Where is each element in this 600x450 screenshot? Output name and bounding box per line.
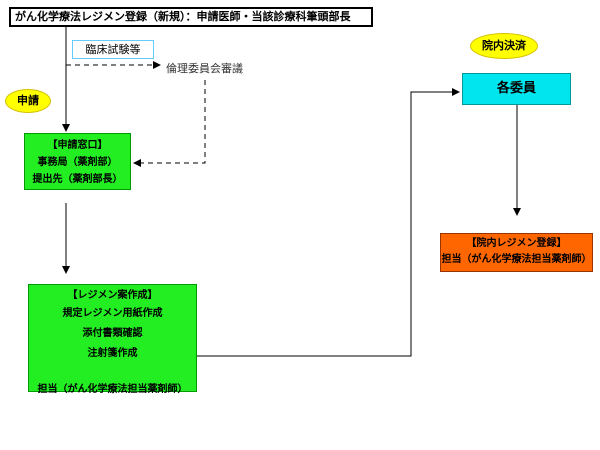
committee-members-box: 各委員 [462, 73, 571, 105]
draft-footer: 担当（がん化学療法担当薬剤師） [37, 384, 188, 395]
window-line-office: 事務局（薬剤部） [37, 157, 118, 168]
window-line-submit: 提出先（薬剤部長） [32, 174, 123, 185]
draft-heading: 【レジメン案作成】 [67, 290, 158, 301]
draft-line-form: 規定レジメン用紙作成 [62, 308, 163, 319]
arrow-draft-to-members [197, 88, 460, 357]
page-title: がん化学療法レジメン登録（新規）：申請医師・当該診療科筆頭部長 [9, 7, 373, 27]
dashed-arrow-ethics-to-window [133, 80, 206, 167]
apply-oval: 申請 [5, 89, 51, 113]
application-window-box: 【申請窓口】 事務局（薬剤部） 提出先（薬剤部長） [24, 133, 131, 190]
inhouse-registration-box: 【院内レジメン登録】 担当（がん化学療法担当薬剤師） [440, 233, 593, 272]
regimen-draft-box: 【レジメン案作成】 規定レジメン用紙作成 添付書類確認 注射箋作成 担当（がん化… [28, 284, 197, 395]
draft-line-injection: 注射箋作成 [87, 348, 138, 359]
register-footer: 担当（がん化学療法担当薬剤師） [441, 254, 592, 265]
inhouse-approval-oval: 院内決済 [470, 33, 538, 59]
register-heading: 【院内レジメン登録】 [466, 238, 567, 249]
window-heading: 【申請窓口】 [47, 140, 108, 151]
ethics-review-label: 倫理委員会審議 [166, 62, 243, 75]
draft-line-attachments: 添付書類確認 [82, 328, 143, 339]
clinical-trial-box: 臨床試験等 [72, 40, 154, 59]
